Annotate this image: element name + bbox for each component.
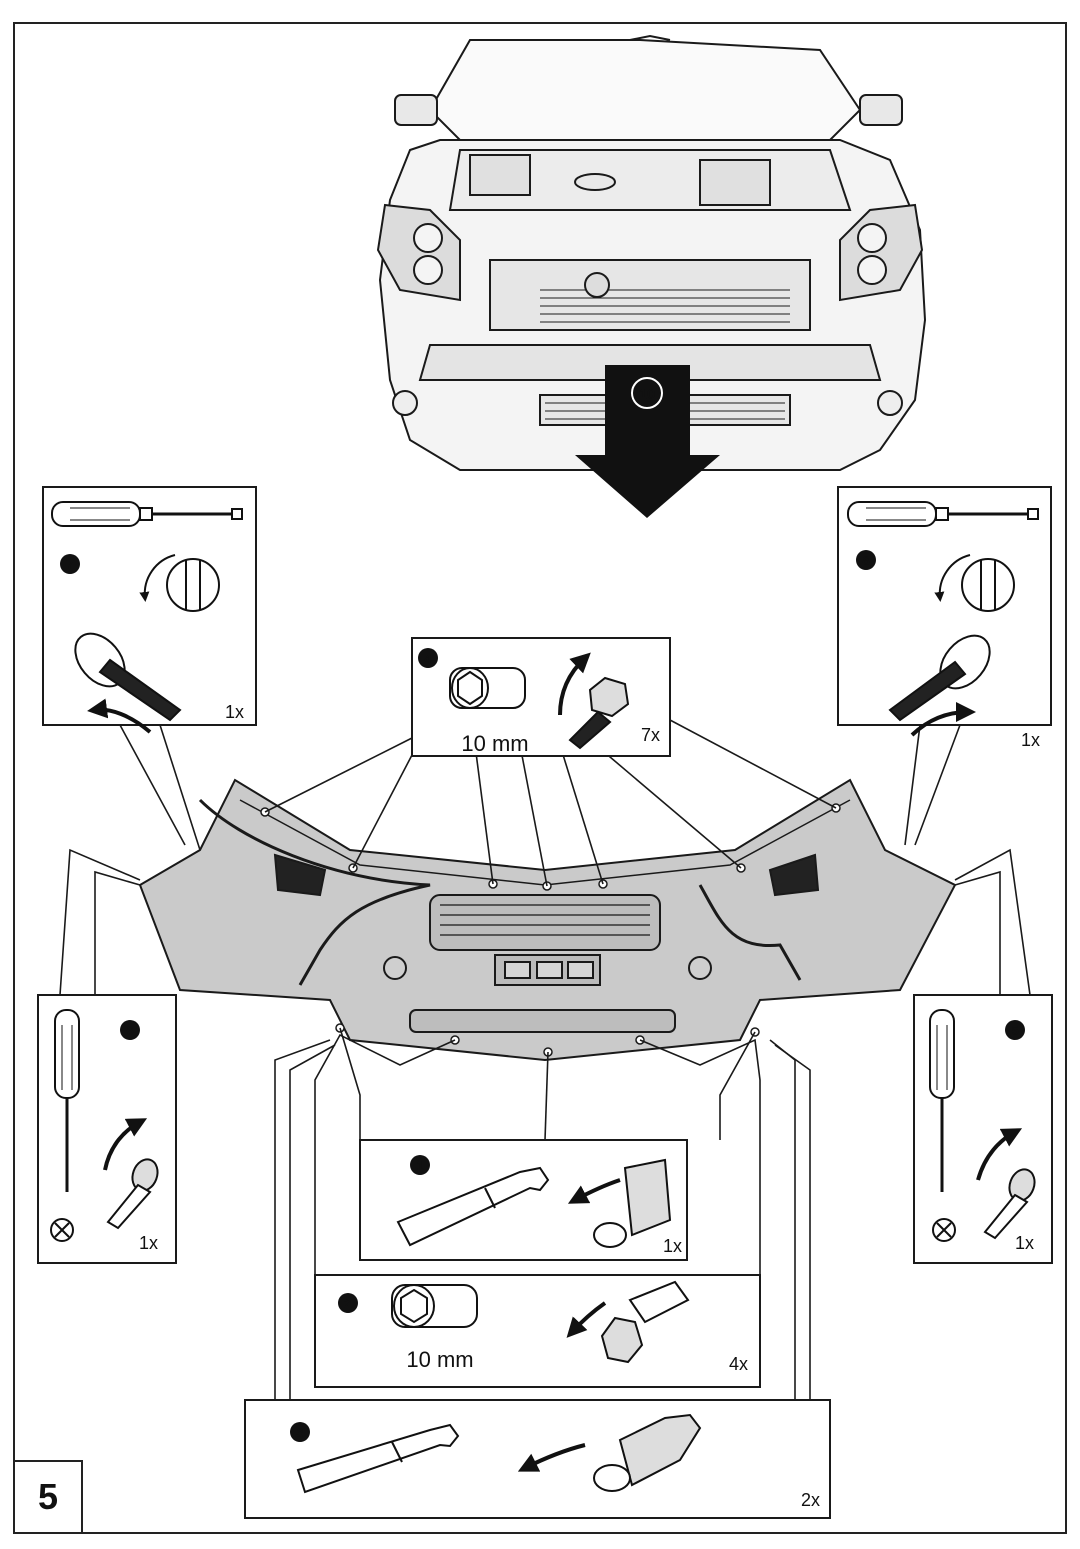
step-2-badge	[338, 1293, 358, 1313]
panel-6-count: 1x	[139, 1233, 158, 1253]
step-7-number: 7	[66, 557, 73, 572]
step-8-number: 8	[862, 553, 869, 568]
panel-4-count: 7x	[641, 725, 660, 745]
callout-lines	[59, 719, 1031, 1400]
slotted-screw-icon	[74, 632, 182, 734]
car-front-illustration	[376, 34, 927, 471]
step-3-badge	[290, 1422, 310, 1442]
panel-7-count: 1x	[225, 702, 244, 722]
panel-2-socket-size: 10 mm	[406, 1347, 473, 1372]
rotate-counterclockwise-icon	[139, 554, 220, 612]
panel-8-count: 1x	[1021, 730, 1040, 750]
screwdriver-icon	[847, 501, 1039, 527]
slotted-screw-icon	[888, 634, 991, 737]
socket-10mm-icon	[449, 667, 526, 709]
step-7-badge	[60, 554, 80, 574]
step-4-badge	[418, 648, 438, 668]
rotate-counterclockwise-icon	[934, 554, 1015, 612]
step-1-number: 1	[416, 1158, 423, 1173]
panel-5-count: 1x	[1015, 1233, 1034, 1253]
phillips-screwdriver-icon	[929, 1009, 955, 1192]
phillips-head-icon	[932, 1218, 956, 1242]
step-4-number: 4	[424, 651, 432, 666]
panel-1-count: 1x	[663, 1236, 682, 1256]
step-10-label: 10	[639, 386, 656, 403]
step-2-number: 2	[344, 1296, 351, 1311]
hex-bolt-icon	[558, 652, 630, 750]
push-clip-icon	[567, 1158, 672, 1248]
socket-10mm-icon	[391, 1284, 478, 1328]
phillips-screwdriver-icon	[54, 1009, 80, 1192]
step-5-badge	[1005, 1020, 1025, 1040]
step-1-badge	[410, 1155, 430, 1175]
front-bumper-illustration	[138, 778, 957, 1062]
trim-removal-tool-icon	[396, 1166, 550, 1247]
panel-2-count: 4x	[729, 1354, 748, 1374]
remove-direction-arrow	[575, 365, 720, 518]
step-8-badge	[856, 550, 876, 570]
panel-step-2	[314, 1274, 761, 1388]
diagram-frame	[13, 22, 1067, 1534]
step-6-badge	[120, 1020, 140, 1040]
step-6-number: 6	[126, 1023, 133, 1038]
page-number: 5	[13, 1460, 83, 1534]
phillips-head-icon	[50, 1218, 74, 1242]
panel-3-count: 2x	[801, 1490, 820, 1510]
flange-bolt-icon	[566, 1280, 690, 1364]
push-rivet-icon	[103, 1118, 159, 1230]
step-3-number: 3	[296, 1425, 303, 1440]
panel-4-socket-size: 10 mm	[461, 731, 528, 756]
screwdriver-icon	[51, 501, 243, 527]
step-5-number: 5	[1011, 1023, 1018, 1038]
trim-removal-tool-icon	[296, 1423, 460, 1494]
push-clip-icon	[517, 1413, 702, 1492]
push-rivet-icon	[976, 1128, 1036, 1240]
